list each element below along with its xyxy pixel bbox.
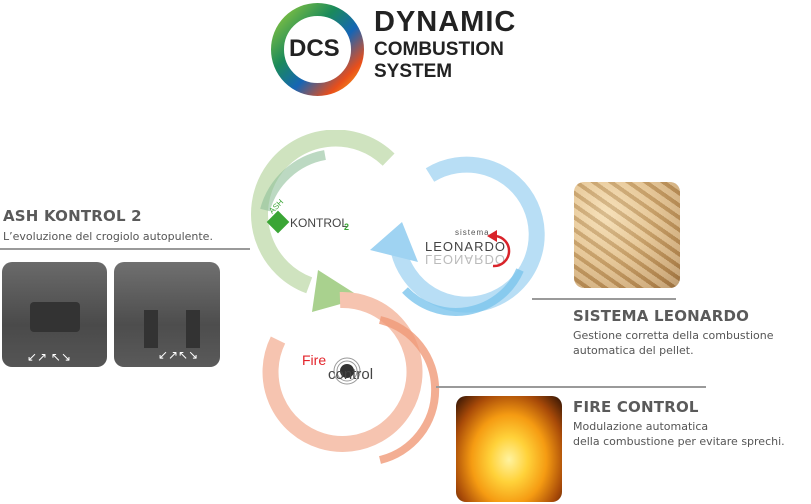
leonardo-title: SISTEMA LEONARDO <box>573 307 750 325</box>
ash-suffix-text: 2 <box>344 222 350 232</box>
crucible-right-shape <box>186 310 200 348</box>
leonardo-logo: sistema LEONARDO LEONARDO <box>425 228 515 273</box>
ash-photo-open: ↙↗↖↘ <box>114 262 220 367</box>
ash-title: ASH KONTROL 2 <box>3 207 142 225</box>
ash-photo-closed: ↙↗ ↖↘ <box>2 262 107 367</box>
fire-text: Fire <box>302 352 327 368</box>
fire-control-logo: Fire control <box>302 352 412 392</box>
blue-arc-shade <box>402 268 524 316</box>
dcs-badge-text: DCS <box>289 35 340 62</box>
fire-control-target-icon <box>333 357 361 385</box>
ash-box-icon <box>266 210 290 234</box>
crucible-shape <box>30 302 80 332</box>
dcs-ring-icon <box>271 3 364 96</box>
leonardo-divider <box>532 298 676 300</box>
green-arc-shade <box>260 150 327 212</box>
leonardo-small-text: sistema <box>455 228 490 237</box>
leonardo-description-line2: automatica del pellet. <box>573 344 694 357</box>
control-text: control <box>328 366 374 383</box>
blue-arrow-head <box>370 222 418 262</box>
fire-description-line1: Modulazione automatica <box>573 420 709 433</box>
pellet-photo <box>574 182 680 288</box>
ash-main-text: KONTROL <box>290 216 349 230</box>
rotate-arrows-icon: ↙↗↖↘ <box>158 348 199 362</box>
crucible-left-shape <box>144 310 158 348</box>
leonardo-main-text: LEONARDO <box>425 239 506 254</box>
cycle-diagram <box>251 130 545 464</box>
rotate-arrows-icon: ↙↗ ↖↘ <box>27 350 72 364</box>
ash-kontrol-logo: ASH KONTROL 2 <box>264 198 354 240</box>
leonardo-arrow-icon <box>487 230 511 268</box>
green-arc <box>251 130 395 294</box>
leonardo-description-line1: Gestione corretta della combustione <box>573 329 774 342</box>
ash-divider <box>0 248 250 250</box>
logo-system: SYSTEM <box>374 61 453 82</box>
pellet-texture <box>574 182 680 288</box>
fire-description-line2: della combustione per evitare sprechi. <box>573 435 785 448</box>
ash-description: L’evoluzione del crogiolo autopulente. <box>3 230 213 243</box>
dcs-logo: DCS <box>270 2 365 97</box>
fire-divider <box>436 386 706 388</box>
logo-dynamic: DYNAMIC <box>374 6 517 38</box>
blue-arc <box>390 156 545 313</box>
fire-title: FIRE CONTROL <box>573 398 699 416</box>
fire-photo <box>456 396 562 502</box>
logo-combustion: COMBUSTION <box>374 39 504 60</box>
orange-arc-shade <box>379 316 440 464</box>
